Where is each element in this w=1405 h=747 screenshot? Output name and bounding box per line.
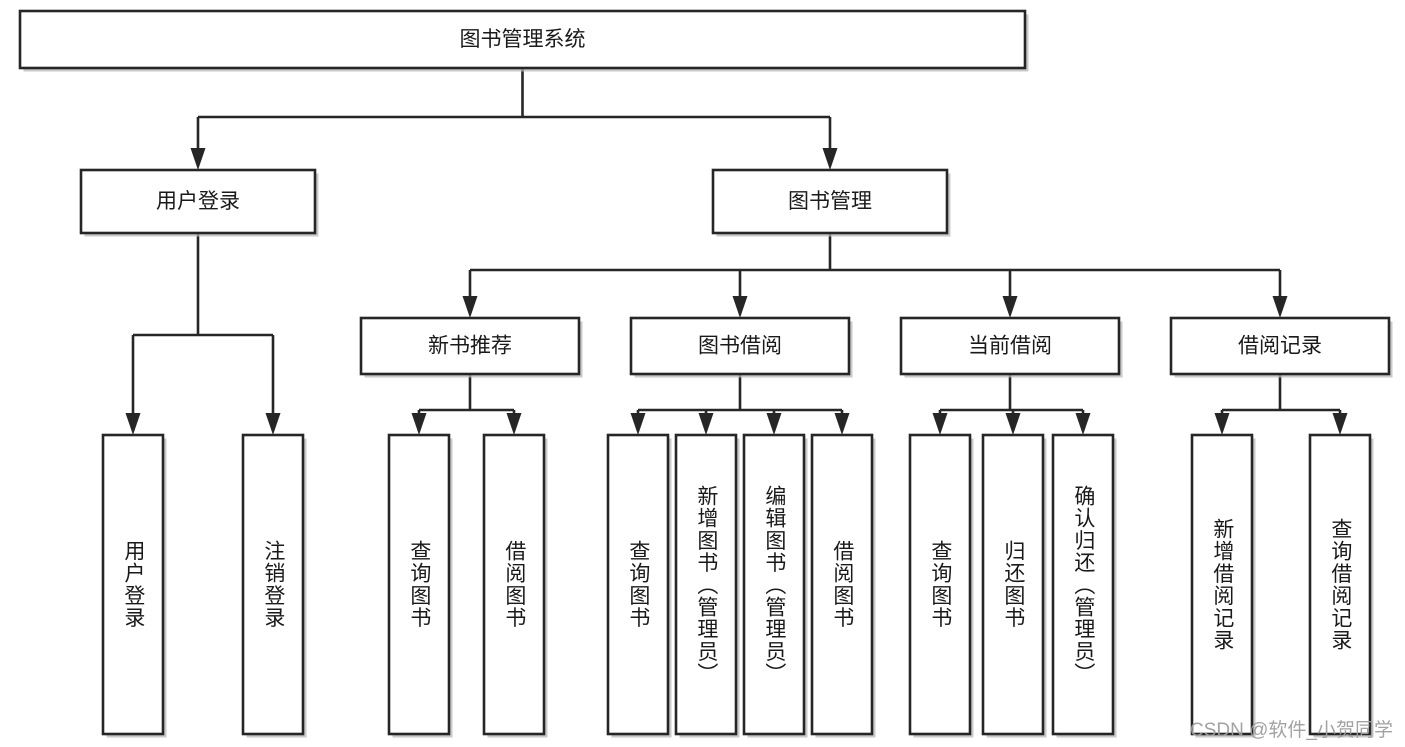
arrow-head <box>1332 413 1348 435</box>
arrow-head <box>1005 413 1021 435</box>
node-leaf-new-borrow[interactable] <box>482 433 548 738</box>
node-rect[interactable] <box>742 433 806 736</box>
node-leaf-record-query[interactable] <box>1308 433 1374 738</box>
arrow-head <box>1075 413 1091 435</box>
node-rect[interactable] <box>810 433 874 736</box>
node-leaf-borrow-lend[interactable] <box>810 433 876 738</box>
node-borrow[interactable]: 图书借阅 <box>629 316 853 378</box>
node-rect[interactable] <box>101 433 165 736</box>
node-leaf-record-add[interactable] <box>1190 433 1256 738</box>
arrow-head <box>506 413 522 435</box>
edge-group-login <box>125 233 281 435</box>
node-leaf-borrow-edit[interactable] <box>742 433 808 738</box>
node-records[interactable]: 借阅记录 <box>1169 316 1393 378</box>
node-rect[interactable] <box>482 433 546 736</box>
arrow-head <box>732 296 748 318</box>
node-current[interactable]: 当前借阅 <box>899 316 1123 378</box>
node-leaf-current-return[interactable] <box>981 433 1047 738</box>
node-rect[interactable] <box>674 433 738 736</box>
node-rect[interactable] <box>899 316 1121 376</box>
arrow-head <box>834 413 850 435</box>
node-leaf-borrow-add[interactable] <box>674 433 740 738</box>
arrow-head <box>462 296 478 318</box>
node-label: 图书借阅 <box>698 335 782 358</box>
node-root[interactable]: 图书管理系统 <box>18 9 1029 72</box>
node-leaf-current-confirm[interactable] <box>1051 433 1117 738</box>
arrow-head <box>630 413 646 435</box>
watermark-text: CSDN @软件_小贺同学 <box>1190 720 1393 741</box>
node-rect[interactable] <box>629 316 851 376</box>
arrow-head <box>932 413 948 435</box>
node-label: 当前借阅 <box>968 335 1052 358</box>
node-label: 图书管理 <box>788 190 872 213</box>
node-label: 图书管理系统 <box>460 28 586 51</box>
node-rect[interactable] <box>387 433 451 736</box>
node-leaf-user-login[interactable] <box>101 433 167 738</box>
node-label: 借阅记录 <box>1238 335 1322 358</box>
edge-group-bookmgmt <box>462 233 1288 318</box>
node-rect[interactable] <box>241 433 305 736</box>
node-rect[interactable] <box>981 433 1045 736</box>
node-rect[interactable] <box>606 433 670 736</box>
node-rect[interactable] <box>1051 433 1115 736</box>
node-rect[interactable] <box>908 433 972 736</box>
arrow-head <box>1272 296 1288 318</box>
node-rect[interactable] <box>18 9 1027 70</box>
arrow-head <box>265 413 281 435</box>
node-newbook[interactable]: 新书推荐 <box>359 316 583 378</box>
edge-group-records <box>1214 374 1348 435</box>
node-rect[interactable] <box>711 168 949 235</box>
arrow-head <box>1002 296 1018 318</box>
node-label: 新书推荐 <box>428 335 512 358</box>
node-leaf-borrow-query[interactable] <box>606 433 672 738</box>
node-rect[interactable] <box>1190 433 1254 736</box>
arrow-head <box>822 148 838 170</box>
node-leaf-user-logout[interactable] <box>241 433 307 738</box>
edge-group-newbook <box>411 374 522 435</box>
node-login[interactable]: 用户登录 <box>79 168 319 237</box>
arrow-head <box>190 148 206 170</box>
arrow-head <box>411 413 427 435</box>
arrow-head <box>1214 413 1230 435</box>
node-label: 用户登录 <box>156 190 240 213</box>
edges-layer <box>125 68 1348 435</box>
node-rect[interactable] <box>79 168 317 235</box>
edge-group-borrow <box>630 374 850 435</box>
node-rect[interactable] <box>1308 433 1372 736</box>
node-leaf-current-query[interactable] <box>908 433 974 738</box>
node-rect[interactable] <box>359 316 581 376</box>
arrow-head <box>125 413 141 435</box>
arrow-head <box>698 413 714 435</box>
node-bookmgmt[interactable]: 图书管理 <box>711 168 951 237</box>
arrow-head <box>766 413 782 435</box>
edge-group-current <box>932 374 1091 435</box>
edge-group-root <box>190 68 838 170</box>
node-rect[interactable] <box>1169 316 1391 376</box>
node-leaf-new-query[interactable] <box>387 433 453 738</box>
